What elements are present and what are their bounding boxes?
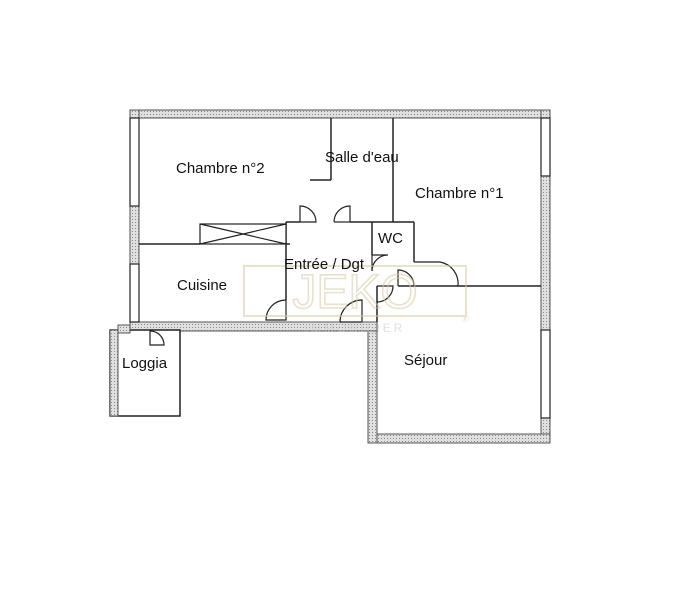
room-label-wc: WC — [378, 230, 403, 247]
room-label-chambre1: Chambre n°1 — [415, 185, 504, 202]
watermark-tagline: IMMOBILIER — [305, 321, 406, 335]
wall-bottom-sejour — [367, 433, 551, 444]
kitchen-cabinet — [199, 223, 287, 245]
room-label-sejour: Séjour — [404, 352, 447, 369]
room-label-cuisine: Cuisine — [177, 277, 227, 294]
windows — [129, 117, 551, 419]
watermark-registered-mark: ® — [462, 314, 469, 324]
room-label-loggia: Loggia — [122, 355, 168, 372]
watermark-brand: JEKO — [292, 266, 417, 319]
room-labels: Chambre n°2 Salle d'eau Chambre n°1 WC E… — [122, 149, 504, 372]
window-left-chambre2 — [129, 117, 140, 207]
window-right-sejour — [540, 329, 551, 419]
window-right-chambre1 — [540, 117, 551, 177]
wall-top — [129, 109, 551, 119]
room-label-chambre2: Chambre n°2 — [176, 160, 265, 177]
interior-walls — [139, 118, 541, 322]
watermark-logo: JEKO IMMOBILIER ® — [243, 265, 469, 335]
exterior-walls — [129, 109, 551, 444]
room-label-entree: Entrée / Dgt — [284, 256, 365, 273]
window-left-cuisine — [129, 263, 140, 323]
wall-left-sejour — [367, 321, 378, 444]
room-label-salle-eau: Salle d'eau — [325, 149, 399, 166]
loggia — [109, 324, 181, 417]
